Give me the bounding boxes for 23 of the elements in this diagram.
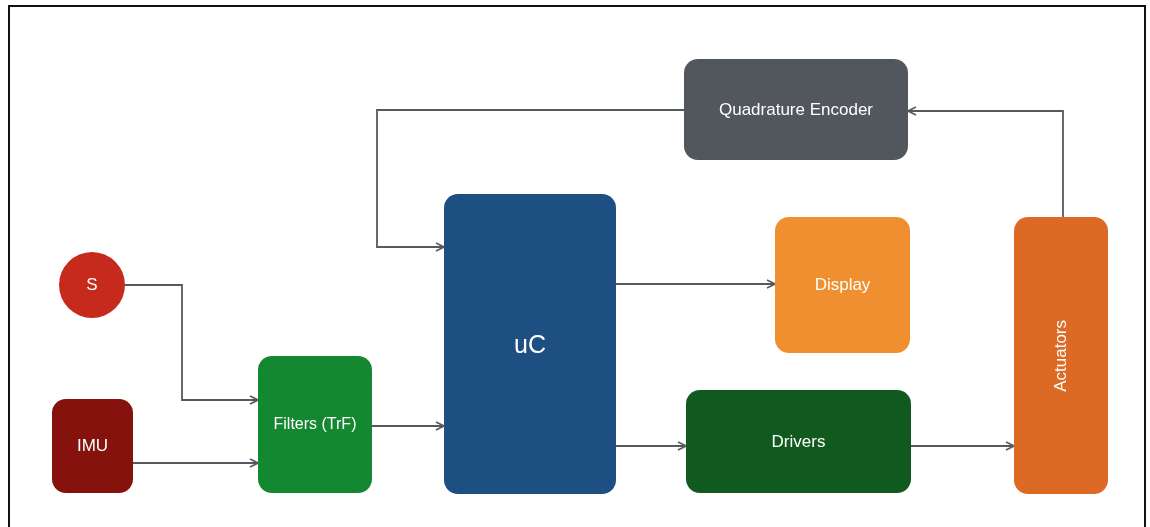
process-box (444, 194, 616, 494)
arrow (376, 109, 685, 252)
arrow (371, 421, 445, 431)
process-box (775, 217, 910, 353)
process-box (1014, 217, 1108, 494)
node-label: S (85, 274, 99, 297)
arrow (615, 441, 687, 451)
process-box (52, 399, 133, 493)
process-box (258, 356, 372, 493)
node-label: Drivers (770, 430, 827, 453)
node-label: Quadrature Encoder (717, 98, 874, 121)
node-label: Display (813, 274, 872, 297)
node-label: IMU (75, 435, 110, 458)
arrow (124, 284, 259, 405)
arrow (910, 441, 1015, 451)
arrow (615, 279, 776, 289)
arrow (132, 458, 259, 468)
process-box (684, 59, 908, 160)
node-label: uC (513, 328, 547, 360)
node-label: Filters (TrF) (272, 414, 358, 435)
arrow (907, 106, 1064, 218)
node-label: Actuators (1050, 318, 1072, 394)
process-box (686, 390, 911, 493)
